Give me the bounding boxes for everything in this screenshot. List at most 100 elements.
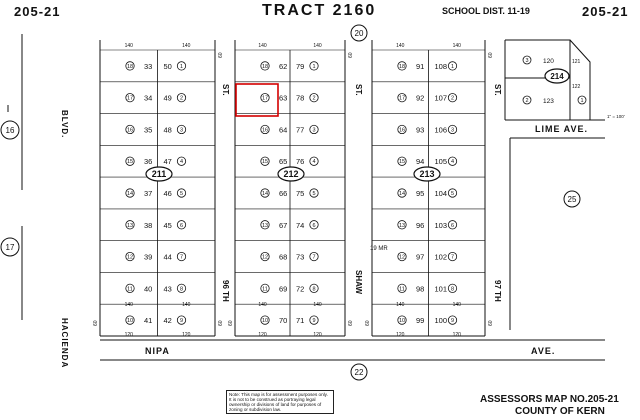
block-number-212-ring <box>277 166 305 182</box>
parcel-number: 106 <box>435 125 448 134</box>
lot-number: 8 <box>180 286 183 292</box>
block-number-214: 214 <box>550 72 564 81</box>
lot-number-ring <box>260 93 270 103</box>
lot-number-ring <box>447 251 458 262</box>
lot-number: 16 <box>399 127 405 133</box>
parcel-number: 97 <box>416 253 424 262</box>
lot-number: 15 <box>399 159 405 165</box>
parcel-number: 104 <box>435 189 448 198</box>
lot-number: 2 <box>312 96 315 102</box>
block-214-diagonal <box>569 39 591 120</box>
lot-number: 7 <box>451 255 454 261</box>
lot-number: 12 <box>127 255 133 261</box>
parcel-number: 34 <box>144 94 152 103</box>
lot-number: 8 <box>312 286 315 292</box>
lot-grid <box>99 40 486 337</box>
lot-number-ring <box>176 124 187 135</box>
parcel-number: 102 <box>435 253 448 262</box>
street-lines <box>21 34 605 361</box>
block-number-214-ring <box>544 68 570 84</box>
block-number-213-ring <box>413 166 441 182</box>
dimension-label: 120 <box>258 332 267 338</box>
lot-number: 17 <box>262 96 268 102</box>
lot-number: 3 <box>180 127 183 133</box>
map-circle-20-ring <box>350 24 368 42</box>
lot-number-ring <box>447 124 458 135</box>
lot-number: 14 <box>262 191 268 197</box>
lot-number: 11 <box>399 286 405 292</box>
lot-number-ring <box>260 124 270 135</box>
lot-number: 4 <box>312 159 315 165</box>
dimension-label: 140 <box>313 302 322 308</box>
lot-number-ring <box>309 93 319 103</box>
lot-number-ring <box>447 315 458 325</box>
parcel-number: 76 <box>296 157 304 166</box>
lot-number-ring <box>309 124 319 135</box>
dimension-label: 140 <box>396 43 405 49</box>
lot-number: 6 <box>312 223 315 229</box>
block-number-213: 213 <box>419 169 434 179</box>
lot-number: 6 <box>451 223 454 229</box>
lot-number: 10 <box>127 318 133 324</box>
dimension-label: 60 <box>228 320 234 326</box>
lot-number-ring <box>397 61 407 71</box>
parcel-number: 105 <box>435 157 448 166</box>
lot-number: 1 <box>451 64 454 70</box>
dimension-label: 140 <box>453 302 462 308</box>
dimension-label: 140 <box>453 43 462 49</box>
lot-number-ring <box>260 188 270 198</box>
street-96th-st-label: ST. <box>221 84 230 96</box>
block-number-211-ring <box>145 166 173 182</box>
parcel-number: 45 <box>164 221 172 230</box>
lot-number-ring <box>125 61 135 71</box>
lot-number: 4 <box>180 159 183 165</box>
parcel-number: 103 <box>435 221 448 230</box>
lot-number-ring <box>397 93 407 103</box>
disclaimer-note: Note: This map is for assessment purpose… <box>226 390 334 414</box>
parcel-number: 98 <box>416 284 424 293</box>
block-214-parcel-120: 120 <box>543 58 554 65</box>
lot-number-ring <box>397 251 407 262</box>
block-214-parcel-121: 121 <box>572 59 581 65</box>
lot-number: 14 <box>127 191 133 197</box>
lot-number-ring <box>397 124 407 135</box>
parcel-number: 101 <box>435 284 448 293</box>
parcel-number: 35 <box>144 125 152 134</box>
parcel-number: 92 <box>416 94 424 103</box>
lot-number-ring <box>176 61 187 71</box>
dimension-label: 140 <box>125 43 134 49</box>
map-circle-22-ring <box>350 363 368 381</box>
parcel-number: 107 <box>435 94 448 103</box>
lot-number-ring <box>176 156 187 166</box>
dimension-label: 60 <box>218 52 224 58</box>
parcel-number: 91 <box>416 62 424 71</box>
lot-number: 5 <box>312 191 315 197</box>
lot-number-ring <box>125 283 135 293</box>
lot-number: 9 <box>180 318 183 324</box>
dimension-label: 140 <box>313 43 322 49</box>
parcel-number: 70 <box>279 316 287 325</box>
blvd-street-label: BLVD. <box>60 110 69 138</box>
nipa-ave-suffix-label: AVE. <box>531 346 555 356</box>
dimension-label: 120 <box>182 332 191 338</box>
shaw-mr-label: 19 MR <box>370 246 388 252</box>
lot-number: 18 <box>262 64 268 70</box>
dimension-label: 140 <box>182 43 191 49</box>
lot-number-ring <box>447 93 458 103</box>
